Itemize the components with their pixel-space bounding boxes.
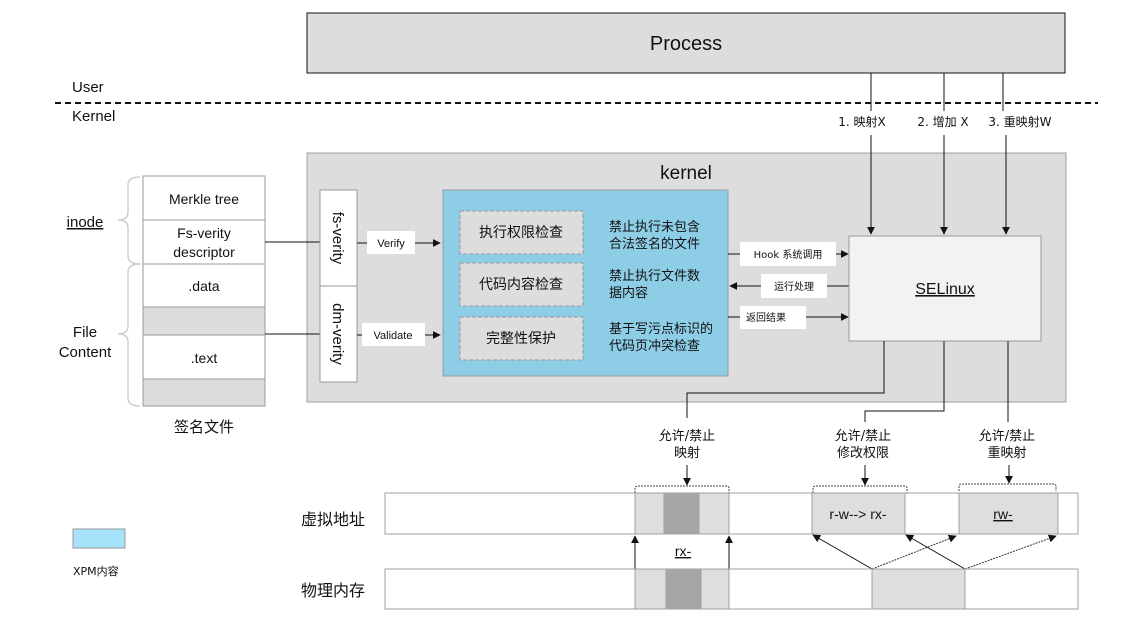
syscall-label-2: 2. 增加 X [917,115,968,129]
run-process-label: 运行处理 [774,280,814,293]
signed-file-row-text [142,334,266,380]
xpm-check-integrity-desc2: 代码页冲突检查 [609,338,700,354]
phys-to-mprotect-left-arrow [812,534,873,570]
physical-page-shared [871,568,966,610]
fs-verity-descriptor-line2: descriptor [173,244,235,260]
process-box [306,12,1066,74]
inode-label: inode [67,214,104,231]
user-zone-label: User [72,79,104,96]
dm-verity-label: dm-verity [329,303,346,365]
bracket-remap [958,483,1057,491]
return-result-label-bg [740,306,806,329]
legend-xpm-swatch [72,528,126,549]
physical-memory-bar [384,568,1079,610]
signed-file-caption: 签名文件 [174,418,234,436]
perm-rx: rx- [675,543,692,559]
bracket-mprotect [812,485,908,493]
virtual-page-map-right [698,492,730,535]
fs-verity-label: fs-verity [329,212,346,265]
virtual-address-label: 虚拟地址 [301,510,365,529]
decision-line-map [686,341,885,418]
xpm-check-exec-permission [459,210,584,255]
virtual-page-mprotect [811,492,906,535]
selinux-label: SELinux [915,281,975,298]
phys-to-remap-right-arrow [964,534,1057,570]
text-section-label: .text [191,350,218,366]
virtual-page-map-left [634,492,665,535]
phys-to-remap-left-arrow [871,534,957,570]
kernel-zone-label: Kernel [72,108,115,125]
xpm-check-exec-permission-label: 执行权限检查 [479,225,563,241]
dm-verity-box [319,285,358,383]
syscall-label-3: 3. 重映射W [988,114,1051,129]
virtual-page-remap [958,492,1059,535]
xpm-check-code-content-desc2: 据内容 [609,285,648,301]
merkle-tree-label: Merkle tree [169,191,239,207]
signed-file-row-gap2 [142,378,266,407]
data-section-label: .data [188,278,219,294]
inode-brace [117,176,141,265]
decision-remap-line2: 重映射 [987,445,1026,461]
decision-remap-line1: 允许/禁止 [979,428,1035,444]
decision-map-line2: 映射 [674,445,700,461]
physical-memory-label: 物理内存 [301,581,365,600]
xpm-check-code-content-desc1: 禁止执行文件数 [609,269,700,284]
legend-xpm-label: XPM内容 [73,564,119,578]
signed-file-row-gap1 [142,306,266,336]
xpm-check-code-content-label: 代码内容检查 [479,276,563,293]
signed-file-row-merkle [142,175,266,221]
return-result-label: 返回结果 [746,311,786,324]
validate-label-bg [362,323,425,346]
perm-rw: rw- [993,506,1013,522]
decision-map-line1: 允许/禁止 [659,428,715,444]
verify-label-bg [367,231,415,254]
xpm-check-integrity [459,316,584,361]
physical-page-map-right [700,568,730,610]
file-content-brace [117,263,141,407]
process-label: Process [650,33,722,55]
kernel-panel-title: kernel [660,163,712,184]
hook-syscall-label-bg [740,242,836,266]
fs-verity-descriptor-line1: Fs-verity [177,225,231,241]
file-content-label-line2: Content [59,344,112,361]
virtual-page-map-xpm [664,493,699,534]
run-process-label-bg [761,274,827,298]
file-content-label-line1: File [73,324,97,341]
verify-label: Verify [377,238,405,250]
signed-file-row-data [142,263,266,308]
bracket-map [634,485,730,493]
xpm-check-exec-permission-desc1: 禁止执行未包含 [609,219,700,235]
xpm-check-code-content [459,262,584,307]
decision-mprotect-line2: 修改权限 [837,445,889,461]
decision-line-mprotect [864,341,945,422]
xpm-check-integrity-label: 完整性保护 [486,331,556,347]
selinux-box [848,235,1042,342]
perm-rw-to-rx: r-w--> rx- [829,506,886,522]
validate-label: Validate [374,330,413,342]
physical-page-map-xpm [666,569,701,609]
decision-mprotect-line1: 允许/禁止 [835,428,891,444]
xpm-check-exec-permission-desc2: 合法签名的文件 [609,236,700,252]
syscall-label-1: 1. 映射X [838,114,886,129]
signed-file-stack: Merkle tree Fs-verity descriptor .data .… [142,175,266,407]
xpm-check-integrity-desc1: 基于写污点标识的 [609,321,713,337]
hook-syscall-label: Hook 系统调用 [754,248,823,261]
phys-to-mprotect-right-arrow [905,534,966,570]
physical-page-map-left [634,568,667,610]
